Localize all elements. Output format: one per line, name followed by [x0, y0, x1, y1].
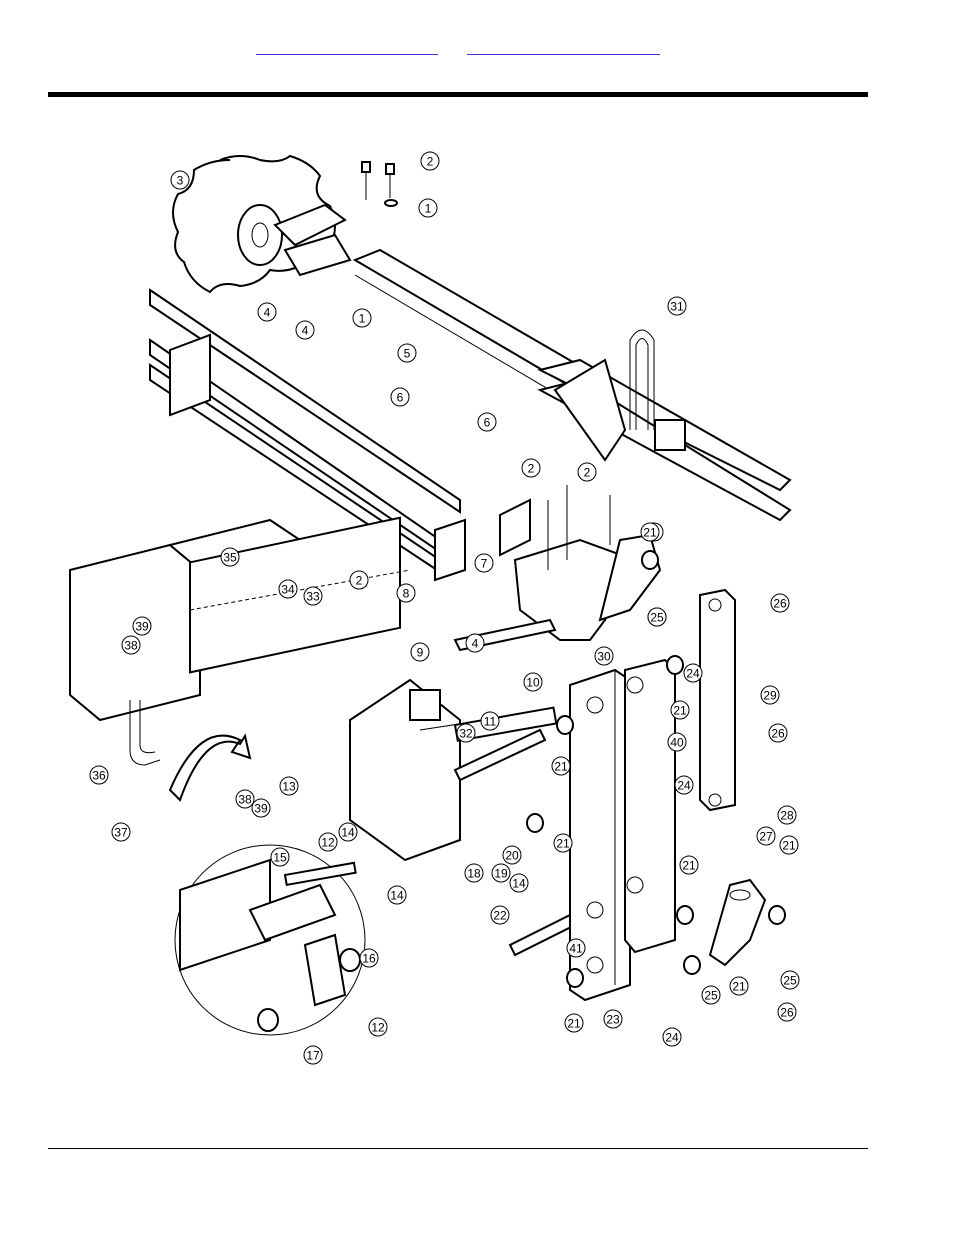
bushings — [526, 550, 786, 988]
header-link-1[interactable] — [256, 36, 438, 55]
column-rear — [624, 658, 676, 954]
mount-plate — [513, 485, 662, 641]
upper-rails-right — [537, 358, 792, 522]
frame-rails — [149, 288, 531, 582]
curved-arrow — [168, 733, 252, 802]
side-frame — [349, 678, 558, 862]
disc-bracket — [273, 203, 352, 277]
header-links — [0, 36, 954, 60]
u-bolt-top — [629, 329, 655, 430]
bolts-top — [361, 161, 398, 207]
parts-diagram — [69, 154, 792, 1036]
bracket-27 — [708, 878, 767, 967]
link-bar-29 — [699, 588, 736, 812]
hitch-tube — [69, 516, 411, 722]
bottom-rule — [48, 1148, 868, 1149]
header-link-2[interactable] — [467, 36, 660, 55]
column-23 — [569, 668, 631, 1002]
pins — [453, 618, 587, 957]
u-bolt-hitch — [129, 700, 161, 766]
top-rule — [48, 92, 868, 97]
detail-inset — [174, 844, 366, 1036]
